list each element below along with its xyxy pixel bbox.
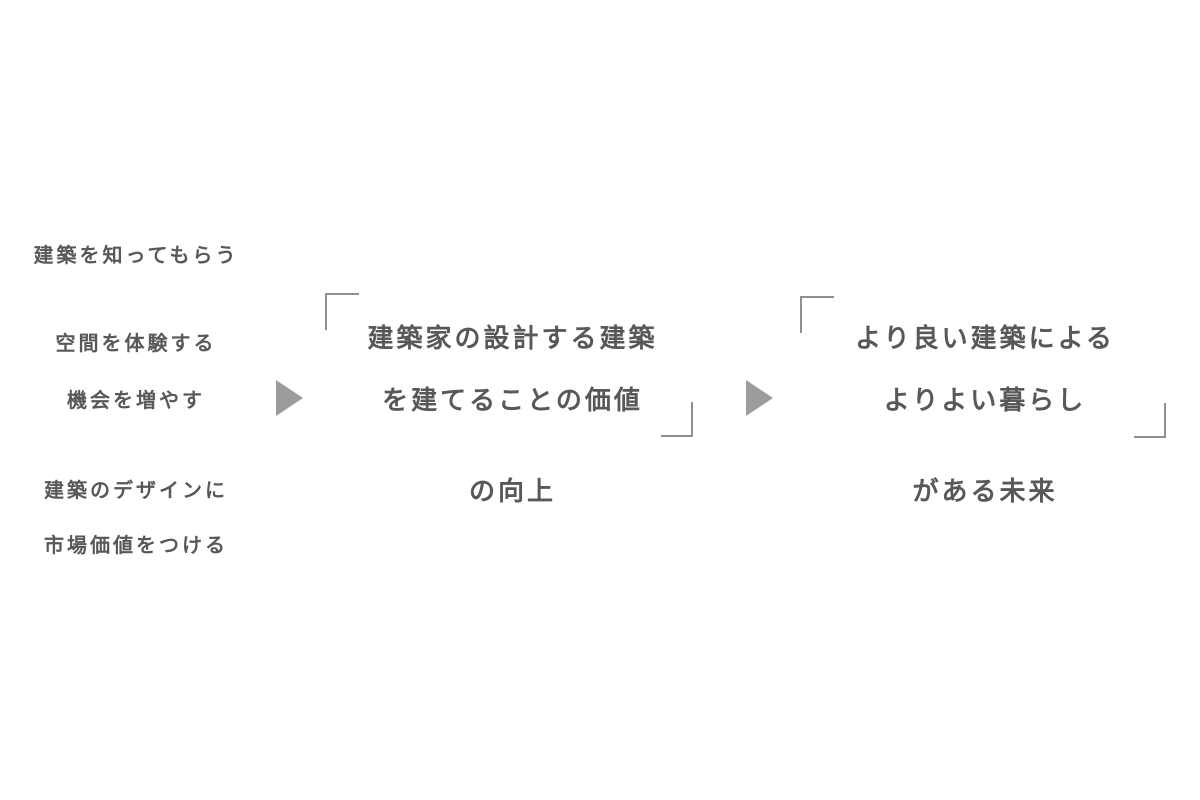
corner-bracket-close-icon <box>661 402 693 437</box>
goal-2-line-2: 機会を増やす <box>67 390 205 412</box>
goal-1-line-1: 建築を知ってもらう <box>33 245 239 267</box>
arrow-right-icon <box>746 380 773 416</box>
stage-value-suffix: の向上 <box>468 476 556 506</box>
corner-bracket-open-icon <box>800 296 834 333</box>
goal-3-line-1: 建築のデザインに <box>44 480 228 502</box>
stage-future-frame <box>800 296 1166 438</box>
corner-bracket-close-icon <box>1134 403 1166 438</box>
goal-2-line-1: 空間を体験する <box>55 333 217 355</box>
stage-future-suffix: がある未来 <box>912 476 1058 506</box>
stage-value-line-1: 建築家の設計する建築 <box>367 323 658 353</box>
corner-bracket-open-icon <box>325 293 359 330</box>
goal-3-line-2: 市場価値をつける <box>44 535 228 557</box>
stage-value-line-2: を建てることの価値 <box>382 385 643 415</box>
stage-value-frame <box>325 293 693 437</box>
stage-future-line-1: より良い建築による <box>855 323 1115 353</box>
stage-future-line-2: よりよい暮らし <box>883 385 1087 415</box>
arrow-right-icon <box>276 380 303 416</box>
